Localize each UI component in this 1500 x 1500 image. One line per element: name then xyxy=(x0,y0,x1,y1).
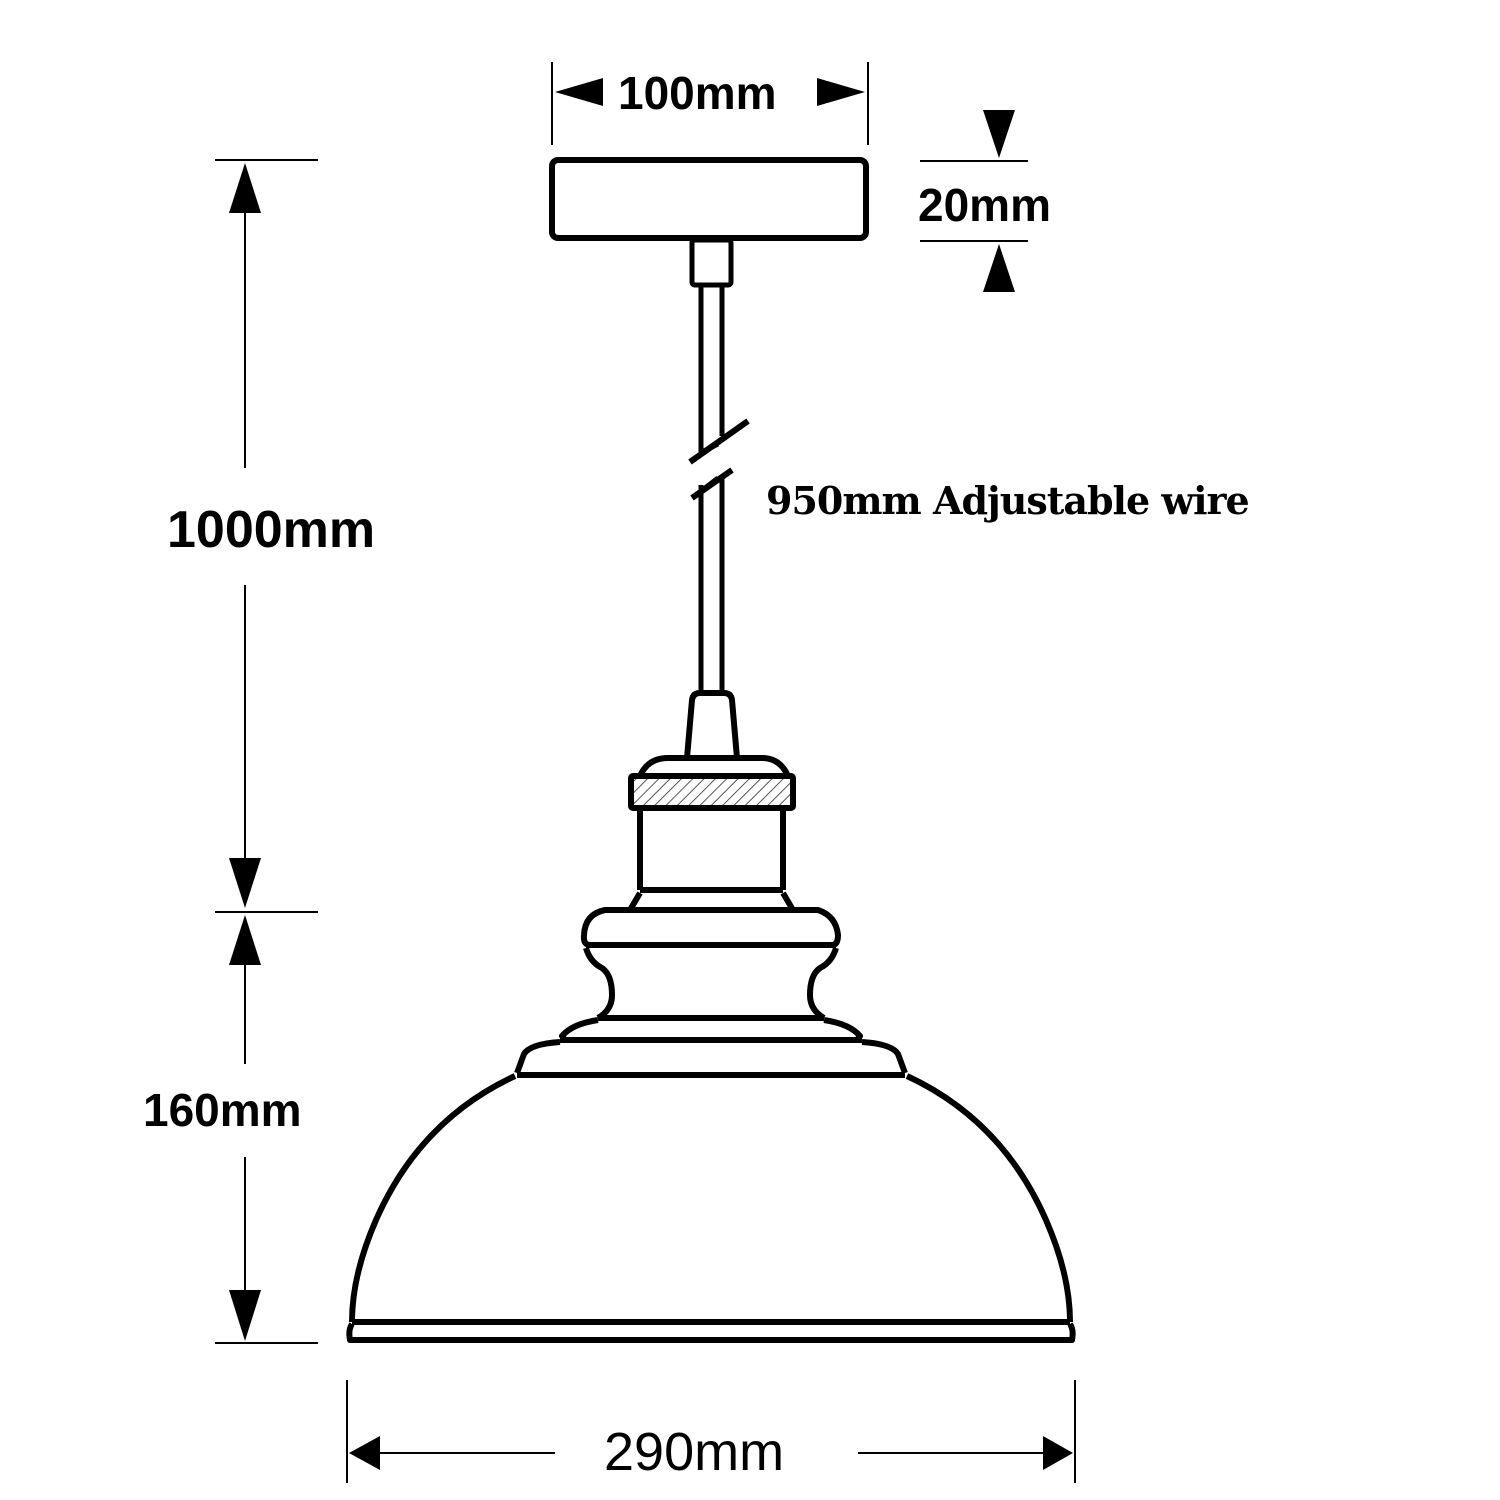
ceiling-canopy xyxy=(549,157,869,241)
total-drop-dimension xyxy=(215,159,318,913)
shade-diameter-dimension xyxy=(346,1380,1076,1483)
canopy-height-dimension xyxy=(920,110,1028,292)
shade-height-dimension xyxy=(215,915,318,1344)
cable xyxy=(688,237,750,693)
shade-height-label: 160mm xyxy=(143,1084,302,1136)
canopy-width-label: 100mm xyxy=(618,67,777,119)
lamp-shade xyxy=(346,1039,1076,1343)
canopy-width-dimension xyxy=(551,62,869,145)
cable-length-label: 950mm Adjustable wire xyxy=(766,478,1250,523)
lamp-holder xyxy=(559,690,863,1043)
total-drop-label: 1000mm xyxy=(167,501,376,559)
shade-diameter-label: 290mm xyxy=(604,1422,785,1482)
canopy-height-label: 20mm xyxy=(918,179,1051,231)
